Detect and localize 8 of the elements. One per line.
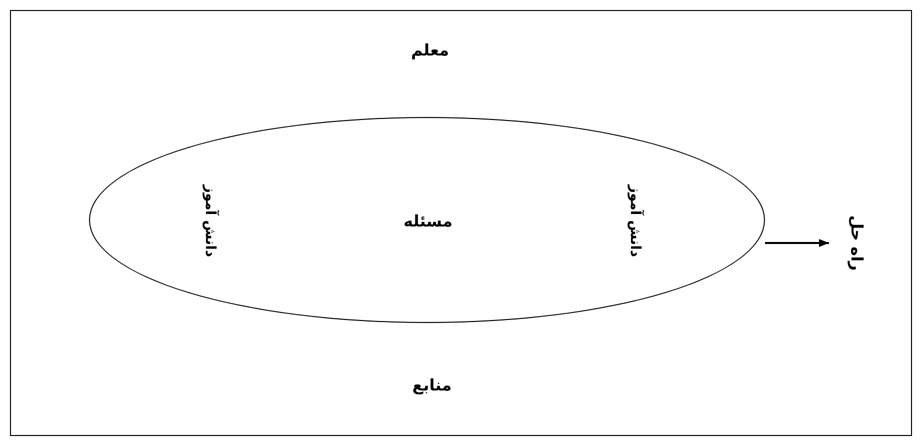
text-label: معلم [411, 40, 449, 60]
arrow [765, 239, 829, 247]
text-label: دانش آموز [627, 184, 643, 258]
text-label: راه حل [848, 215, 866, 271]
text-label: دانش آموز [202, 184, 218, 258]
center-label: مسئله [404, 212, 452, 230]
text-label: منابع [412, 376, 452, 394]
ellipse [89, 117, 765, 323]
